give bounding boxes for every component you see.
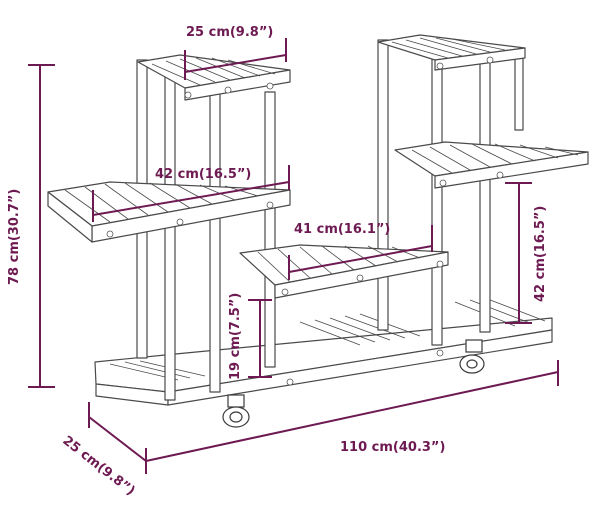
- right-middle-shelf-front: [434, 151, 589, 189]
- label-right-shelf-height: 42 cm(16.5”): [533, 206, 548, 302]
- right-back-post: [377, 39, 389, 331]
- left-inner-post: [209, 91, 221, 393]
- dim-line-total-width: [145, 371, 559, 462]
- dim-line-left-shelf: [92, 181, 290, 216]
- right-inner-post: [479, 59, 491, 333]
- screws: [106, 56, 504, 386]
- base-shelf-side-face: [167, 329, 553, 406]
- label-depth: 25 cm(9.8”): [60, 433, 138, 499]
- left-front-post: [264, 91, 276, 368]
- left-middle-shelf-side: [47, 191, 93, 243]
- dim-line-center-shelf: [288, 245, 433, 273]
- dim-line-top-shelf: [184, 54, 287, 73]
- back-wheel: [459, 339, 485, 374]
- front-wheel: [222, 394, 250, 428]
- center-shelf-slats: [257, 245, 421, 283]
- left-mid-post: [164, 74, 176, 401]
- label-total-width: 110 cm(40.3”): [340, 440, 445, 455]
- base-shelf-slats: [109, 297, 546, 381]
- label-center-shelf-width: 41 cm(16.1”): [294, 222, 390, 237]
- dim-line-depth: [88, 416, 147, 462]
- label-total-height: 78 cm(30.7”): [7, 189, 22, 285]
- label-left-shelf-width: 42 cm(16.5”): [155, 167, 251, 182]
- right-top-shelf-slats: [391, 37, 506, 59]
- label-bottom-shelf-height: 19 cm(7.5”): [228, 293, 243, 380]
- dimension-lines: [28, 38, 559, 474]
- right-mid-post: [431, 54, 443, 346]
- right-middle-shelf-slats: [411, 143, 579, 174]
- right-front-post: [514, 49, 524, 131]
- label-top-shelf-width: 25 cm(9.8”): [186, 25, 273, 40]
- right-top-shelf-front: [434, 47, 526, 71]
